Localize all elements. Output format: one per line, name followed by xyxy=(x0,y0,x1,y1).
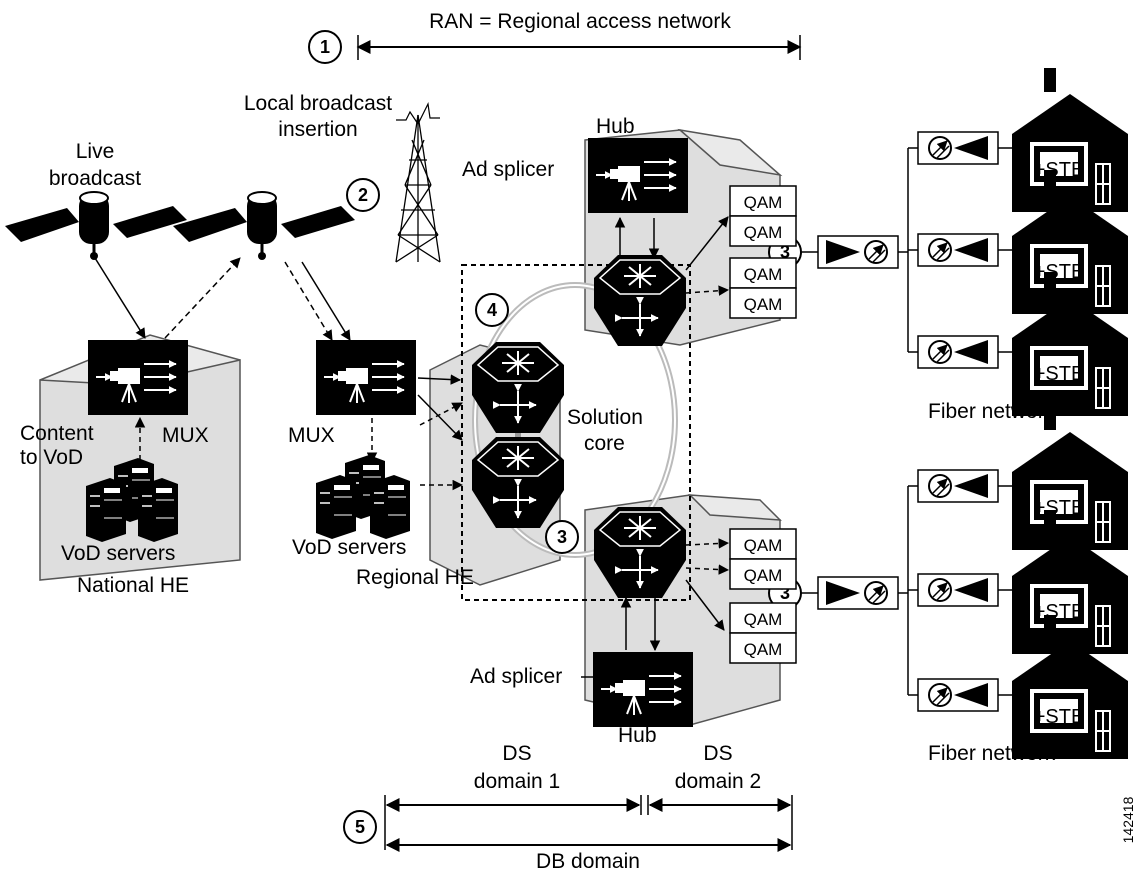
svg-text:QAM: QAM xyxy=(744,295,783,314)
db-domain-label: DB domain xyxy=(536,850,640,873)
solution-core-label: Solution xyxy=(567,406,643,429)
svg-text:QAM: QAM xyxy=(744,193,783,212)
hub-top-label: Hub xyxy=(596,115,635,138)
house-stb-icon: +STB xyxy=(1011,271,1129,417)
national-he-label: National HE xyxy=(77,574,189,597)
house-stb-icon: +STB xyxy=(1011,405,1129,551)
regional-he-label: Regional HE xyxy=(356,566,474,589)
fiber-node-bottom-2-icon xyxy=(918,574,998,606)
svg-text:5: 5 xyxy=(355,817,365,837)
local-broadcast-label-line2: insertion xyxy=(278,118,357,141)
svg-text:QAM: QAM xyxy=(744,566,783,585)
callout-2: 2 xyxy=(346,178,380,212)
fiber-transmitter-top-icon xyxy=(818,236,898,268)
svg-text:3: 3 xyxy=(557,527,567,547)
local-broadcast-label: Local broadcast xyxy=(244,92,392,115)
qam-bottom-stack: QAM QAM QAM QAM xyxy=(729,528,797,664)
hub-bottom-label: Hub xyxy=(618,724,657,747)
svg-text:+STB: +STB xyxy=(1034,497,1085,519)
svg-text:1: 1 xyxy=(320,37,330,57)
ad-splicer-top-icon xyxy=(588,138,688,213)
svg-text:QAM: QAM xyxy=(744,265,783,284)
ds-domain-2-label: DS xyxy=(703,742,732,765)
svg-text:+STB: +STB xyxy=(1034,601,1085,623)
svg-text:QAM: QAM xyxy=(744,610,783,629)
svg-text:3: 3 xyxy=(780,242,790,262)
callout-3-ring: 3 xyxy=(545,520,579,554)
fiber-node-top-1-icon xyxy=(918,132,998,164)
svg-text:4: 4 xyxy=(487,300,497,320)
live-broadcast-label-line2: broadcast xyxy=(49,167,141,190)
regional-vod-server-icon xyxy=(315,454,411,540)
fiber-node-bottom-1-icon xyxy=(918,470,998,502)
callout-4: 4 xyxy=(475,293,509,327)
qam-top-stack: QAM QAM QAM QAM xyxy=(729,185,797,319)
national-vod-label: VoD servers xyxy=(61,542,175,565)
regional-satellite-icon xyxy=(171,190,357,262)
ad-splicer-top-label: Ad splicer xyxy=(462,158,554,181)
national-mux-label: MUX xyxy=(162,424,209,447)
svg-text:+STB: +STB xyxy=(1034,706,1085,728)
national-mux-icon xyxy=(88,340,188,415)
house-stb-icon: +STB xyxy=(1011,614,1129,760)
regional-vod-label: VoD servers xyxy=(292,536,406,559)
svg-text:+STB: +STB xyxy=(1034,261,1085,283)
svg-text:3: 3 xyxy=(780,583,790,603)
ad-splicer-bottom-icon xyxy=(593,652,693,727)
broadcast-tower-icon xyxy=(395,102,441,263)
ds-domain-1-label: DS xyxy=(502,742,531,765)
ds-domain-1-label-line2: domain 1 xyxy=(474,770,560,793)
live-broadcast-label: Live xyxy=(76,140,115,163)
ds-domain-2-label-line2: domain 2 xyxy=(675,770,761,793)
fiber-node-bottom-3-icon xyxy=(918,679,998,711)
house-stb-icon: +STB xyxy=(1011,67,1129,213)
fiber-node-top-3-icon xyxy=(918,336,998,368)
fiber-node-top-2-icon xyxy=(918,234,998,266)
svg-text:+STB: +STB xyxy=(1034,363,1085,385)
svg-text:2: 2 xyxy=(358,185,368,205)
svg-text:+STB: +STB xyxy=(1034,159,1085,181)
figure-id: 142418 xyxy=(1120,796,1136,843)
live-broadcast-satellite-icon xyxy=(3,190,189,262)
fiber-transmitter-bottom-icon xyxy=(818,577,898,609)
callout-5: 5 xyxy=(343,810,377,844)
svg-text:QAM: QAM xyxy=(744,223,783,242)
regional-mux-icon xyxy=(316,340,416,415)
content-to-vod-label: Content xyxy=(20,422,94,445)
callout-1: 1 xyxy=(308,30,342,64)
svg-text:QAM: QAM xyxy=(744,536,783,555)
ran-label: RAN = Regional access network xyxy=(429,10,731,33)
content-to-vod-label-line2: to VoD xyxy=(20,446,83,469)
ad-splicer-bottom-label: Ad splicer xyxy=(470,665,562,688)
svg-text:QAM: QAM xyxy=(744,640,783,659)
solution-core-label-line2: core xyxy=(584,432,625,455)
regional-mux-label: MUX xyxy=(288,424,335,447)
